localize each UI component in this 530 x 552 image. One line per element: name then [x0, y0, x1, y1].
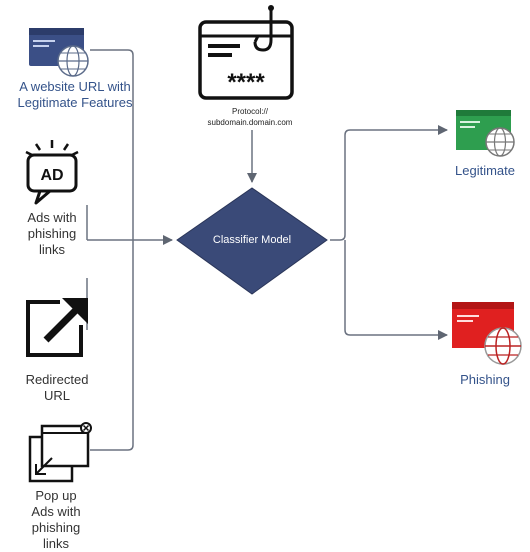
- website-label-line1: A website URL with: [19, 79, 131, 94]
- external-link-icon: [26, 298, 88, 357]
- ads-label: Ads with phishing links: [12, 210, 92, 258]
- ads-label-line3: links: [38, 242, 65, 257]
- phishing-label: Phishing: [460, 372, 510, 387]
- website-label-line2: Legitimate Features: [17, 95, 133, 110]
- popup-label-line1: Pop up: [35, 488, 77, 503]
- ad-icon-text: AD: [40, 167, 63, 184]
- red-window-globe-icon: [452, 302, 522, 365]
- redirected-label-line1: Redirected: [25, 372, 89, 387]
- phishing-hook-login-icon: ****: [198, 5, 294, 100]
- popup-label: Pop up Ads with phishing links: [16, 488, 96, 552]
- masked-password-text: ****: [227, 69, 265, 96]
- output-connectors: [330, 125, 448, 340]
- ads-label-line2: phishing: [27, 226, 77, 241]
- url-format-line2: subdomain.domain.com: [207, 118, 293, 127]
- ad-icon: AD: [25, 140, 79, 205]
- popup-label-line4: links: [42, 536, 69, 551]
- classifier-diamond: [176, 187, 328, 295]
- website-label: A website URL with Legitimate Features: [0, 79, 150, 111]
- legitimate-label: Legitimate: [455, 163, 515, 178]
- arrow-to-legitimate: [330, 125, 448, 241]
- ads-label-line1: Ads with: [27, 210, 77, 225]
- url-format-line1: Protocol://: [231, 107, 268, 116]
- connector-website-popup: [90, 49, 134, 451]
- redirected-label: Redirected URL: [12, 372, 102, 404]
- popup-window-icon: [28, 422, 92, 483]
- url-format-label: Protocol:// subdomain.domain.com: [180, 106, 320, 128]
- arrow-to-phishing: [344, 240, 448, 340]
- green-window-globe-icon: [456, 110, 515, 157]
- popup-label-line2: Ads with: [31, 504, 81, 519]
- classifier-label: Classifier Model: [212, 234, 292, 246]
- popup-label-line3: phishing: [31, 520, 81, 535]
- redirected-label-line2: URL: [43, 388, 70, 403]
- website-globe-icon: [29, 28, 89, 77]
